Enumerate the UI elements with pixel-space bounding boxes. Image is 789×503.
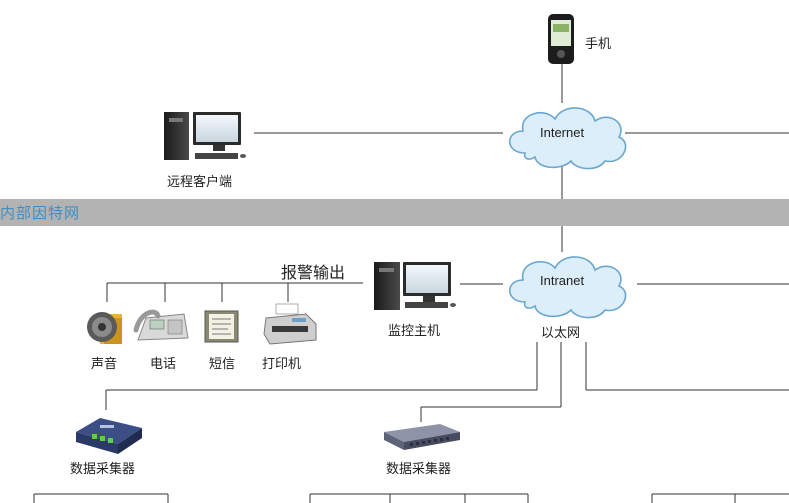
monitor-host-label: 监控主机 — [388, 324, 441, 339]
collector-mid-label: 数据采集器 — [386, 462, 452, 477]
sms-device-icon — [204, 310, 239, 343]
sms-label: 短信 — [209, 357, 236, 372]
internal-network-label: 内部因特网 — [0, 204, 81, 222]
intranet-cloud-icon — [508, 256, 627, 319]
printer-icon — [263, 303, 317, 345]
phone-label: 手机 — [585, 37, 612, 52]
sound-label: 声音 — [91, 357, 118, 372]
speaker-icon — [87, 312, 122, 344]
printer-label: 打印机 — [262, 357, 302, 372]
mobile-phone-icon — [548, 14, 574, 64]
data-collector-left-icon — [76, 418, 142, 454]
internet-cloud-icon — [508, 107, 627, 170]
remote-client-label: 远程客户端 — [167, 175, 233, 190]
telephone-icon — [133, 309, 189, 341]
telephone-label: 电话 — [150, 357, 177, 372]
collector-left-label: 数据采集器 — [70, 462, 136, 477]
internet-label: Internet — [540, 125, 585, 140]
internal-network-band — [0, 199, 789, 226]
remote-client-pc-icon — [164, 112, 246, 160]
alarm-output-label: 报警输出 — [281, 263, 346, 282]
ethernet-label: 以太网 — [541, 326, 581, 341]
monitor-host-pc-icon — [374, 262, 456, 310]
connection-lines — [33, 64, 789, 503]
intranet-label: Intranet — [540, 273, 585, 288]
data-collector-mid-icon — [384, 424, 460, 450]
